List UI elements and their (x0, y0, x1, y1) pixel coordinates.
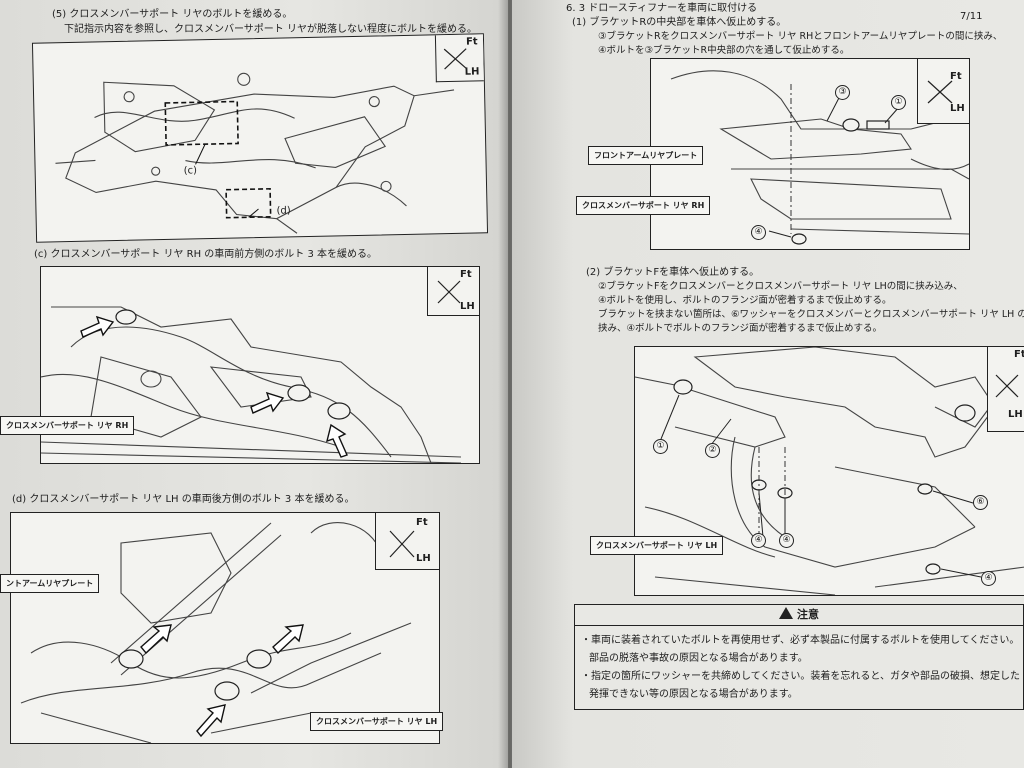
figure-bracket-f: ① ② ④ ④ ⑥ ④ Ft LH (634, 346, 1024, 596)
ft-label: Ft (1014, 349, 1024, 360)
lh-label: LH (460, 301, 475, 312)
crossmember-overview-drawing (55, 72, 455, 234)
callout-c: (c) (183, 165, 198, 177)
number-3: ③ (835, 85, 850, 100)
number-1: ① (891, 95, 906, 110)
ft-label: Ft (950, 71, 962, 82)
caution-box: 注意 ・車両に装着されていたボルトを再使用せず、必ず本製品に付属するボルトを使用… (574, 604, 1024, 710)
step5-instruction: 下記指示内容を参照し、クロスメンバーサポート リヤが脱落しない程度にボルトを緩め… (64, 24, 477, 35)
label-front-arm-plate-r: フロントアームリヤプレート (588, 146, 704, 165)
lh-label: LH (950, 103, 965, 114)
step-d-heading: (d) クロスメンバーサポート リヤ LH の車両後方側のボルト 3 本を緩める… (12, 494, 355, 505)
number-6: ⑥ (973, 495, 988, 510)
figure-lh-bolts: Ft LH (10, 512, 440, 744)
ft-label: Ft (460, 269, 472, 280)
bracket-f-drawing (635, 347, 1024, 595)
caution-line-2: 部品の脱落や事故の原因となる場合があります。 (589, 653, 808, 664)
figure-bracket-r: ③ ① ④ Ft LH (650, 58, 970, 250)
step2-line-a: ②ブラケットFをクロスメンバーとクロスメンバーサポート リヤ LHの間に挟み込み… (598, 281, 963, 292)
number-1: ① (653, 439, 668, 454)
figure-crossmember-overview: (c) (d) Ft LH (31, 33, 489, 243)
section-title: 6. 3 ドロースティフナーを車両に取付ける (566, 3, 758, 14)
number-2: ② (705, 443, 720, 458)
direction-indicator: Ft LH (917, 59, 969, 124)
lh-label: LH (464, 66, 480, 78)
lh-label: LH (1008, 409, 1023, 420)
lh-label: LH (416, 553, 431, 564)
number-4: ④ (779, 533, 794, 548)
step2-line-d: 挟み、④ボルトでボルトのフランジ面が密着するまで仮止めする。 (598, 323, 883, 334)
caution-line-1: ・車両に装着されていたボルトを再使用せず、必ず本製品に付属するボルトを使用してく… (581, 635, 1020, 646)
direction-indicator: Ft LH (375, 513, 439, 570)
direction-indicator: Ft LH (434, 34, 485, 83)
page-number: 7/11 (960, 11, 983, 22)
number-4: ④ (751, 533, 766, 548)
step1-line-b: ④ボルトを③ブラケットR中央部の穴を通して仮止めする。 (598, 45, 850, 56)
number-4: ④ (751, 225, 766, 240)
direction-indicator: Ft LH (987, 347, 1024, 432)
step1-heading: (1) ブラケットRの中央部を車体へ仮止めする。 (572, 17, 787, 28)
label-crossmember-rh-r: クロスメンバーサポート リヤ RH (576, 196, 711, 215)
rh-bolts-drawing (41, 306, 462, 463)
direction-indicator: Ft LH (427, 267, 479, 316)
number-4: ④ (981, 571, 996, 586)
warning-icon (779, 607, 793, 619)
ft-label: Ft (465, 36, 478, 48)
label-front-arm-plate: ントアームリヤプレート (0, 574, 100, 593)
label-crossmember-lh-r: クロスメンバーサポート リヤ LH (590, 536, 724, 555)
step2-heading: (2) ブラケットFを車体へ仮止めする。 (586, 267, 760, 278)
caution-line-3: ・指定の箇所にワッシャーを共締めしてください。装着を忘れると、ガタや部品の破損、… (581, 671, 1020, 682)
left-page: (5) クロスメンバーサポート リヤのボルトを緩める。 下記指示内容を参照し、ク… (0, 0, 508, 768)
step2-line-c: ブラケットを挟まない箇所は、⑥ワッシャーをクロスメンバーとクロスメンバーサポート… (598, 309, 1024, 320)
callout-d: (d) (276, 205, 291, 217)
caution-line-4: 発揮できない等の原因となる場合があります。 (589, 689, 798, 700)
step1-line-a: ③ブラケットRをクロスメンバーサポート リヤ RHとフロントアームリヤプレートの… (598, 31, 1003, 42)
step2-line-b: ④ボルトを使用し、ボルトのフランジ面が密着するまで仮止めする。 (598, 295, 892, 306)
step5-heading: (5) クロスメンバーサポート リヤのボルトを緩める。 (52, 9, 293, 20)
bracket-r-drawing (670, 70, 969, 245)
step-c-heading: (c) クロスメンバーサポート リヤ RH の車両前方側のボルト 3 本を緩める… (34, 249, 378, 260)
caution-title: 注意 (797, 608, 819, 621)
figure-rh-bolts: Ft LH (40, 266, 480, 464)
label-crossmember-rh: クロスメンバーサポート リヤ RH (0, 416, 135, 435)
caution-header: 注意 (575, 605, 1023, 626)
label-crossmember-lh: クロスメンバーサポート リヤ LH (310, 712, 444, 731)
ft-label: Ft (416, 517, 428, 528)
